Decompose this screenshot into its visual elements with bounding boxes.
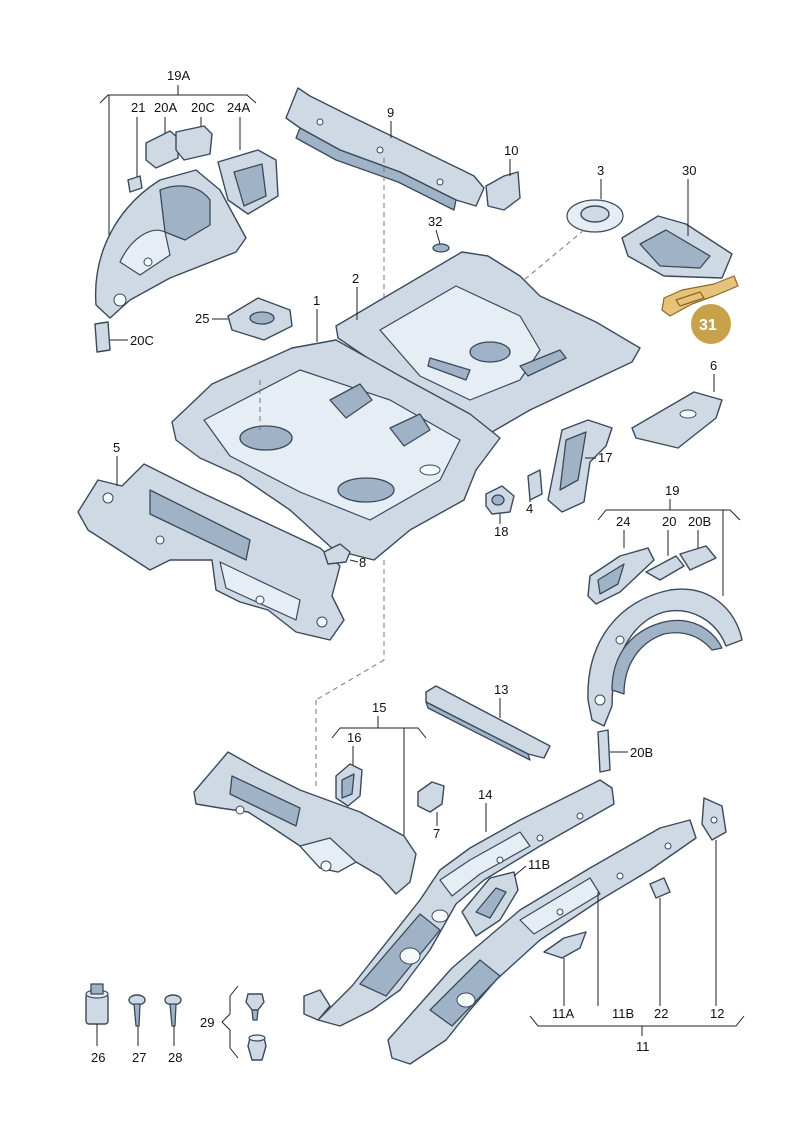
label-11: 11 — [636, 1039, 650, 1054]
part-30: 30 — [621, 163, 733, 279]
rear-panel — [193, 751, 417, 895]
part-4: 4 — [526, 469, 543, 516]
fastener-29: 29 — [200, 985, 267, 1061]
part-17: 17 — [547, 419, 613, 513]
label-28: 28 — [168, 1050, 182, 1065]
label-20b: 20B — [688, 514, 711, 529]
part-12 — [701, 797, 727, 1006]
label-24: 24 — [616, 514, 630, 529]
label-10: 10 — [504, 143, 518, 158]
part-22 — [649, 877, 671, 1006]
label-16: 16 — [347, 730, 361, 745]
group-19a: 19A 21 20A 20C 24A 20C — [94, 68, 279, 353]
label-20b-lower: 20B — [630, 745, 653, 760]
label-24a: 24A — [227, 100, 250, 115]
label-20c: 20C — [191, 100, 215, 115]
part-7: 7 — [417, 781, 445, 841]
part-31-highlighted: 31 — [661, 275, 739, 344]
label-11a: 11A — [552, 1006, 574, 1021]
label-4: 4 — [526, 501, 533, 516]
label-13: 13 — [494, 682, 508, 697]
label-12: 12 — [710, 1006, 724, 1021]
label-19: 19 — [665, 483, 679, 498]
group-19: 19 24 20 20B 20B — [587, 483, 743, 773]
part-11b-upper: 11B — [461, 857, 550, 937]
part-1: 1 — [171, 293, 501, 561]
highlight-badge — [691, 304, 731, 344]
group-15: 15 16 — [331, 700, 427, 838]
part-2: 2 — [335, 251, 641, 433]
part-14: 14 — [303, 779, 615, 1027]
fastener-26: 26 — [85, 983, 109, 1065]
label-7: 7 — [433, 826, 440, 841]
group-11: 11A 11B 22 12 11 — [529, 892, 745, 1054]
part-18: 18 — [485, 485, 515, 539]
part-6: 6 — [631, 358, 723, 449]
label-3: 3 — [597, 163, 604, 178]
label-20a: 20A — [154, 100, 177, 115]
label-19a: 19A — [167, 68, 190, 83]
label-2: 2 — [352, 271, 359, 286]
label-11b-upper: 11B — [528, 857, 550, 872]
label-22: 22 — [654, 1006, 668, 1021]
fastener-28: 28 — [164, 994, 182, 1065]
label-25: 25 — [195, 311, 209, 326]
part-25: 25 — [195, 297, 293, 341]
label-20c-lower: 20C — [130, 333, 154, 348]
part-11 — [387, 819, 697, 1065]
label-20: 20 — [662, 514, 676, 529]
label-18: 18 — [494, 524, 508, 539]
part-8: 8 — [315, 543, 385, 790]
part-13: 13 — [425, 682, 551, 761]
part-11a — [543, 931, 587, 1006]
label-15: 15 — [372, 700, 386, 715]
label-9: 9 — [387, 105, 394, 120]
label-8: 8 — [359, 555, 366, 570]
label-1: 1 — [313, 293, 320, 308]
badge-31: 31 — [699, 317, 717, 334]
fastener-27: 27 — [128, 994, 146, 1065]
label-11b: 11B — [612, 1006, 634, 1021]
label-14: 14 — [478, 787, 492, 802]
label-32: 32 — [428, 214, 442, 229]
part-5: 5 — [77, 440, 345, 641]
label-26: 26 — [91, 1050, 105, 1065]
label-6: 6 — [710, 358, 717, 373]
label-29: 29 — [200, 1015, 214, 1030]
label-17: 17 — [598, 450, 612, 465]
part-32: 32 — [428, 214, 450, 253]
label-5: 5 — [113, 440, 120, 455]
label-21: 21 — [131, 100, 145, 115]
part-10: 10 — [485, 143, 521, 211]
label-27: 27 — [132, 1050, 146, 1065]
label-30: 30 — [682, 163, 696, 178]
